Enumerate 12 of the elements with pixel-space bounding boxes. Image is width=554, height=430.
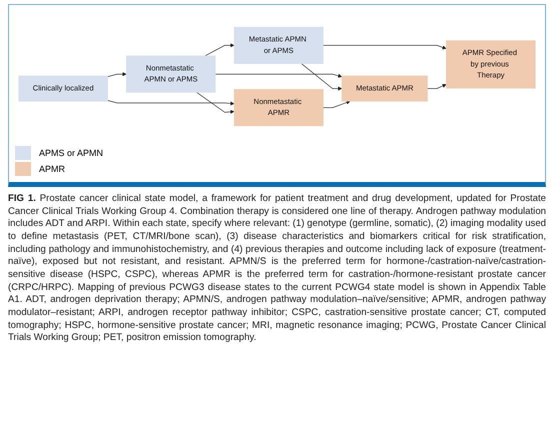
arrow [301,63,342,91]
figure-caption: FIG 1. Prostate cancer clinical state model, a framework for patient treatment and drug development, updated for Prostate Cancer Clinical Trials Working Group 4. Combination therapy is considered one line of therapy. Androgen pathway modulation includes ADT and ARPI. Within each state, specify where relevant: (1) genotype (germline, somatic), (2) imaging modality used to define metastasis (PET, CT/MRI/bone scan), (3) disease characteristics and biomarkers critical for risk stratification, including pathology and immunohistochemistry, and (4) previous therapies and outcome including lack of exposure (treatment-naïve), exposed but not resistant, and resistant. APMN/S is the preferred term for hormone-/castration-naïve/castration-sensitive disease (HSPC, CSPC), whereas APMR is the preferred term for castration-/hormone-resistant prostate cancer (CRPC/HRPC). Mapping of previous PCWG3 disease states to the current PCWG4 state model is shown in Appendix Table A1. ADT, androgen deprivation therapy; APMN/S, androgen pathway modulation–naïve/sensitive; APMR, androgen pathway modulator–resistant; ARPI, androgen receptor pathway inhibitor; CSPC, castration-sensitive prostate cancer; CT, computed tomography; HSPC, hormone-sensitive prostate cancer; MRI, magnetic resonance imaging; PCWG, Prostate Cancer Clinical Trials Working Group; PET, positron emission tomography. [8,193,546,345]
arrow [204,43,234,56]
arrow [427,84,446,89]
arrow [215,74,342,78]
legend-label: APMS or APMN [39,148,104,158]
arrow [322,100,350,108]
arrow [107,72,127,77]
arrow [107,100,234,106]
arrow [322,45,446,50]
legend-label: APMR [39,164,66,174]
arrow [196,92,234,114]
